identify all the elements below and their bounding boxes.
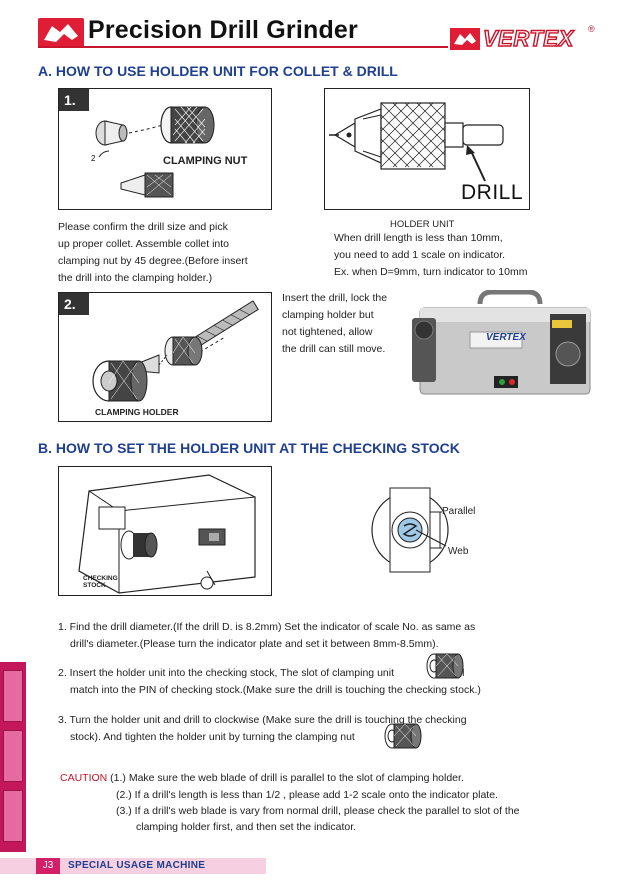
side-thumbnail-strip [0,662,26,852]
holder-unit-figure: DRILL [324,88,530,210]
web-label: Web [448,546,469,557]
drill-label: DRILL [461,181,524,204]
thumbnail-image [3,670,23,722]
list-item-line: 2. Insert the holder unit into the check… [58,665,481,682]
caution-text: (1.) Make sure the web blade of drill is… [110,772,464,784]
holder-unit-caption: HOLDER UNIT [390,219,455,230]
checking-stock-figure: CHECKING STOCK [58,466,272,596]
title-underline [38,46,448,48]
vertex-flag-icon [450,28,480,50]
svg-text:2: 2 [91,154,96,163]
parallel-label: Parallel [442,506,476,517]
step2-badge: 2. [59,293,89,315]
parallel-web-diagram: Parallel Web [360,486,500,576]
collet-nut-illustration: 2 [91,106,215,198]
list-item: 3. Turn the holder unit and drill to clo… [58,712,467,746]
list-item-line: 3. Turn the holder unit and drill to clo… [58,714,467,726]
holder-line: Ex. when D=9mm, turn indicator to 10mm [334,266,528,278]
holder-line: you need to add 1 scale on indicator. [334,249,506,261]
caution-item: (3.) If a drill's web blade is vary from… [116,805,520,817]
list-item-line: 1. Find the drill diameter.(If the drill… [58,621,476,633]
footer-bar [0,858,266,874]
thumbnail-image [3,730,23,782]
drill-grinder-machine-icon [412,289,591,395]
section-b-title: B. HOW TO SET THE HOLDER UNIT AT THE CHE… [38,440,460,456]
step1-line: clamping nut by 45 degree.(Before insert [58,255,248,267]
checking-stock-line: STOCK [83,582,106,589]
clamping-nut-icon [384,723,422,749]
caution-word: CAUTION [60,772,108,784]
page-number: J3 [36,858,60,874]
step2-figure: 2. CLAMPING HOLDER [58,292,272,422]
checking-stock-label: CHECKING STOCK [83,575,118,589]
clamping-nut-icon [426,653,464,679]
thumbnail-image [3,790,23,842]
step1-figure: 1. 2 [58,88,272,210]
step1-badge: 1. [59,89,89,111]
step2-line: Insert the drill, lock the [282,292,388,304]
step2-line: clamping holder but [282,309,374,321]
brand-logo-icon [38,18,84,48]
footer-section-label: SPECIAL USAGE MACHINE [68,860,206,871]
section-a-title: A. HOW TO USE HOLDER UNIT FOR COLLET & D… [38,63,398,79]
vertex-logo: VERTEX [450,25,582,52]
step1-line: up proper collet. Assemble collet into [58,238,230,250]
step2-line: the drill can still move. [282,343,386,355]
step2-line: not tightened, allow [282,326,373,338]
vertex-brand-text: VERTEX [482,25,574,51]
machine-photo: VERTEX [410,289,600,402]
holder-line: When drill length is less than 10mm, [334,232,503,244]
list-item: 2. Insert the holder unit into the check… [58,665,481,699]
list-item-line: stock). And tighten the holder unit by t… [70,731,355,743]
machine-brand-text: VERTEX [486,332,526,343]
caution-item: CAUTION (1.) Make sure the web blade of … [60,770,464,787]
step1-text: Please confirm the drill size and pick u… [58,219,248,287]
step1-line: Please confirm the drill size and pick [58,221,228,233]
step1-line: the drill into the clamping holder.) [58,272,213,284]
caution-item: clamping holder first, and then set the … [136,821,357,833]
holder-text: When drill length is less than 10mm, you… [334,230,527,281]
checking-stock-illustration [78,474,256,594]
caution-item: (2.) If a drill's length is less than 1/… [116,789,498,801]
checking-stock-line: CHECKING [83,575,118,582]
drill-insert-illustration [92,300,259,402]
clamping-nut-label: CLAMPING NUT [163,155,248,167]
step2-text: Insert the drill, lock the clamping hold… [282,290,387,358]
page-title: Precision Drill Grinder [88,16,358,44]
clamping-holder-label: CLAMPING HOLDER [95,407,179,417]
list-item-line: match into the PIN of checking stock.(Ma… [70,684,481,696]
list-item: 1. Find the drill diameter.(If the drill… [58,619,475,653]
holder-drill-illustration [329,102,504,182]
web-parallel-illustration [371,487,449,573]
list-item-line: drill's diameter.(Please turn the indica… [70,638,439,650]
registered-mark: ® [588,24,595,34]
list-item-text: 2. Insert the holder unit into the check… [58,667,394,679]
